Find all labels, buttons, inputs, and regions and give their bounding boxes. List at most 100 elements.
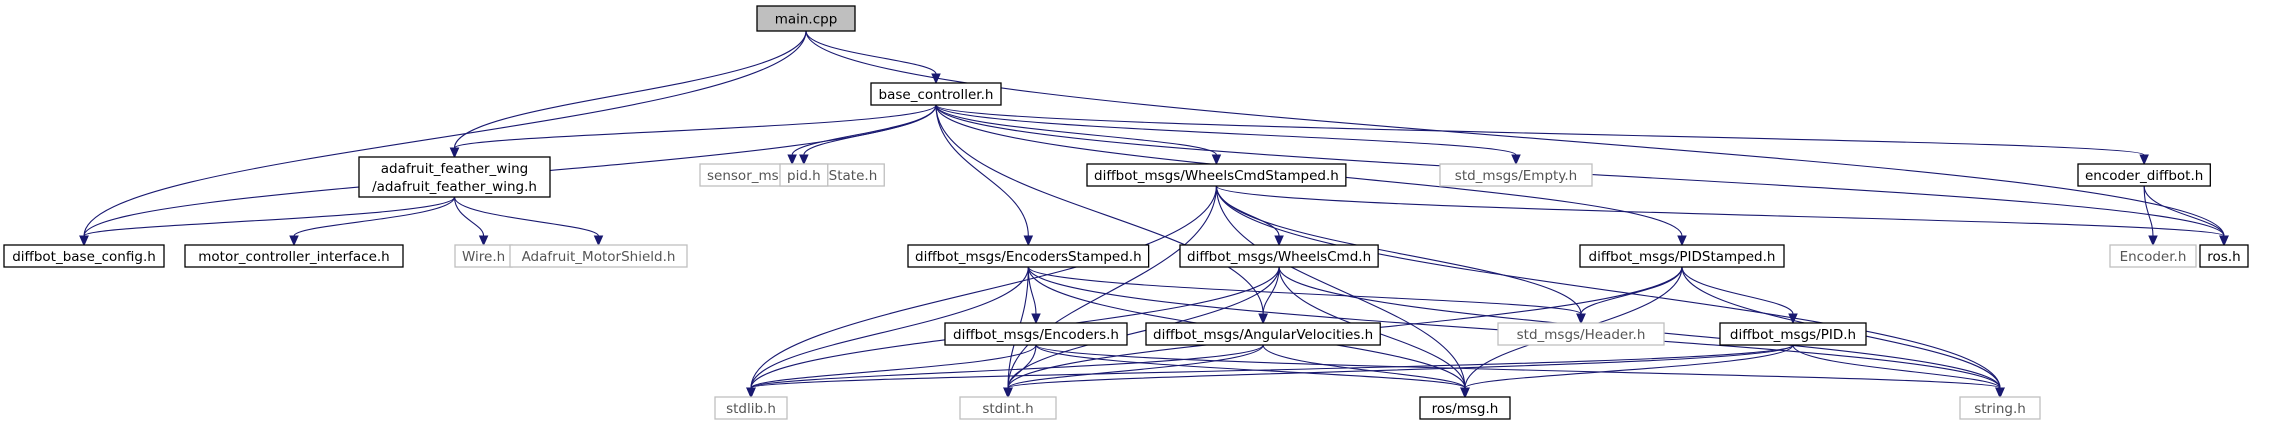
node-pidh[interactable]: diffbot_msgs/PID.h: [1719, 322, 1867, 346]
node-pid[interactable]: pid.h: [779, 163, 829, 187]
edge-afw-to-wire: [453, 196, 485, 237]
edge-base-to-pid: [803, 104, 937, 156]
arrowhead-pidh-to-stdlib: [746, 387, 756, 399]
edge-av-to-rosmsg: [1262, 344, 1466, 389]
arrowhead-afw-to-mci: [289, 235, 299, 247]
node-box-pidst: [1579, 244, 1785, 268]
node-encst[interactable]: diffbot_msgs/EncodersStamped.h: [907, 244, 1150, 268]
arrowhead-afw-to-dbc: [79, 235, 89, 247]
node-label-pidh: diffbot_msgs/PID.h: [1730, 327, 1856, 343]
arrowhead-base-to-afw: [449, 147, 460, 159]
node-box-main: [756, 5, 856, 32]
edge-encdb-to-encoder: [2143, 185, 2154, 237]
edge-pidh-to-string: [1792, 344, 2001, 389]
node-wcs[interactable]: diffbot_msgs/WheelsCmdStamped.h: [1086, 163, 1347, 187]
node-av[interactable]: diffbot_msgs/AngularVelocities.h: [1145, 322, 1381, 346]
node-box-empty: [1439, 163, 1593, 187]
node-box-ros: [2199, 244, 2249, 268]
node-label-string: string.h: [1974, 401, 2026, 417]
node-stdint[interactable]: stdint.h: [959, 396, 1057, 420]
edge-pidst-to-header: [1580, 266, 1683, 315]
node-box-pidh: [1719, 322, 1867, 346]
arrowhead-base-to-pid: [799, 154, 809, 166]
node-label-ros: ros.h: [2207, 249, 2240, 265]
node-dbc[interactable]: diffbot_base_config.h: [3, 244, 165, 268]
node-label-mci: motor_controller_interface.h: [198, 249, 389, 265]
edge-main-to-afw: [453, 30, 807, 149]
node-enc[interactable]: diffbot_msgs/Encoders.h: [944, 322, 1128, 346]
edge-base-to-av: [935, 104, 1264, 315]
arrowhead-pidh-to-stdint: [1003, 387, 1013, 399]
node-afw[interactable]: adafruit_feather_wing/adafruit_feather_w…: [358, 156, 551, 198]
node-box-av: [1145, 322, 1381, 346]
edge-pidh-to-rosmsg: [1464, 344, 1794, 389]
node-label-encst: diffbot_msgs/EncodersStamped.h: [915, 249, 1142, 265]
node-mci[interactable]: motor_controller_interface.h: [184, 244, 404, 268]
edge-base-to-encdb: [935, 104, 2145, 156]
node-label-encdb: encoder_diffbot.h: [2085, 168, 2203, 184]
node-box-dbc: [3, 244, 165, 268]
node-box-rosmsg: [1419, 396, 1511, 420]
node-base[interactable]: base_controller.h: [870, 82, 1002, 106]
node-empty[interactable]: std_msgs/Empty.h: [1439, 163, 1593, 187]
node-label-av: diffbot_msgs/AngularVelocities.h: [1153, 327, 1373, 343]
edge-base-to-encst: [935, 104, 1029, 237]
node-header[interactable]: std_msgs/Header.h: [1497, 322, 1665, 346]
node-label-wire: Wire.h: [462, 249, 505, 265]
arrowhead-encdb-to-ros: [2219, 235, 2229, 247]
node-box-encdb: [2077, 163, 2211, 187]
edge-afw-to-ams: [453, 196, 600, 237]
node-box-pid: [779, 163, 829, 187]
node-stdlib[interactable]: stdlib.h: [714, 396, 788, 420]
node-pidst[interactable]: diffbot_msgs/PIDStamped.h: [1579, 244, 1785, 268]
node-string[interactable]: string.h: [1959, 396, 2041, 420]
arrowhead-pidst-to-pidh: [1788, 313, 1798, 325]
node-box-stdint: [959, 396, 1057, 420]
node-ams[interactable]: Adafruit_MotorShield.h: [509, 244, 688, 268]
node-box-string: [1959, 396, 2041, 420]
arrowhead-base-to-empty: [1511, 154, 1521, 166]
node-box-base: [870, 82, 1002, 106]
edge-afw-to-dbc: [83, 196, 456, 237]
node-box-encoder: [2109, 244, 2197, 268]
node-label-header: std_msgs/Header.h: [1517, 327, 1646, 343]
node-ros[interactable]: ros.h: [2199, 244, 2249, 268]
edge-base-to-afw: [453, 104, 937, 149]
node-box-wcs: [1086, 163, 1347, 187]
edge-enc-to-stdlib: [750, 344, 1037, 389]
arrowhead-pidst-to-header: [1576, 313, 1586, 325]
node-box-enc: [944, 322, 1128, 346]
arrowhead-afw-to-wire: [478, 235, 489, 247]
node-label-empty: std_msgs/Empty.h: [1455, 168, 1577, 184]
edge-encst-to-stdlib: [750, 266, 1029, 389]
edge-encst-to-enc: [1027, 266, 1037, 315]
node-label-stdlib: stdlib.h: [726, 401, 776, 417]
arrowhead-base-to-encdb: [2139, 154, 2149, 166]
node-main[interactable]: main.cpp: [756, 5, 856, 32]
edge-encdb-to-ros: [2143, 185, 2225, 237]
node-label-wcs: diffbot_msgs/WheelsCmdStamped.h: [1094, 168, 1339, 184]
arrowhead-base-to-pidst: [1677, 235, 1687, 247]
edge-wcs-to-string: [1215, 185, 2001, 389]
node-box-afw: [358, 156, 551, 198]
node-wc[interactable]: diffbot_msgs/WheelsCmd.h: [1179, 244, 1379, 268]
node-label-stdint: stdint.h: [982, 401, 1033, 417]
edge-main-to-ros: [805, 30, 2225, 237]
node-label-enc: diffbot_msgs/Encoders.h: [953, 327, 1119, 343]
arrowhead-encst-to-enc: [1031, 313, 1041, 325]
node-label-ams: Adafruit_MotorShield.h: [522, 249, 676, 265]
node-box-ams: [509, 244, 688, 268]
node-label-afw: /adafruit_feather_wing.h: [372, 179, 537, 195]
node-encoder[interactable]: Encoder.h: [2109, 244, 2197, 268]
edge-afw-to-mci: [293, 196, 456, 237]
edge-pidst-to-pidh: [1681, 266, 1794, 315]
arrowhead-pidh-to-string: [1995, 387, 2005, 399]
node-encdb[interactable]: encoder_diffbot.h: [2077, 163, 2211, 187]
edge-main-to-dbc: [83, 30, 807, 237]
node-rosmsg[interactable]: ros/msg.h: [1419, 396, 1511, 420]
edge-pidh-to-stdint: [1007, 344, 1794, 389]
edge-enc-to-stdint: [1007, 344, 1037, 389]
edge-wcs-to-stdlib: [750, 185, 1217, 389]
node-wire[interactable]: Wire.h: [454, 244, 513, 268]
